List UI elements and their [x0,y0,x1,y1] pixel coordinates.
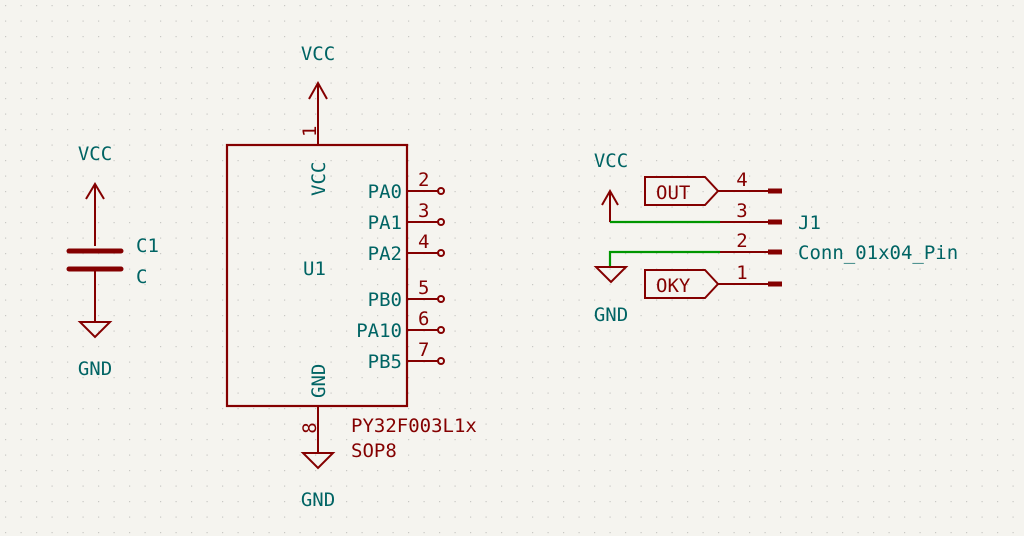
vcc-arrow-icon [85,182,105,246]
c1-value: C [136,266,147,288]
j1-pin-4[interactable]: 4 [718,169,782,194]
net-label-oky-text: OKY [656,275,691,297]
pin-name-pa0: PA0 [368,181,402,203]
gnd-symbol-icon [593,266,629,284]
vcc-power-label-j1: VCC [594,150,628,172]
pin-name-gnd: GND [308,364,330,398]
ic-u1[interactable]: VCC 1 VCC GND U1 2 PA0 3 PA1 4 PA2 [225,43,477,511]
pin-number-2: 2 [418,169,429,191]
u1-pin-6[interactable]: 6 PA10 [356,308,445,342]
wire-gnd-pin2[interactable] [608,250,720,267]
pin-name-pa1: PA1 [368,212,402,234]
pin-number-3: 3 [418,200,429,222]
u1-value: PY32F003L1x [351,415,477,437]
j1-value: Conn_01x04_Pin [798,242,958,264]
j1-pin-number-4: 4 [736,169,747,191]
j1-reference: J1 [798,212,821,234]
pin-name-pa2: PA2 [368,243,402,265]
pin-number-1: 1 [299,126,321,137]
j1-pin-3[interactable]: 3 [720,200,782,225]
vcc-power-label-u1: VCC [301,43,335,65]
capacitor-c1[interactable]: VCC C1 C GND [66,143,159,380]
vcc-arrow-icon [601,188,619,222]
gnd-symbol-icon [300,452,336,470]
j1-pin-number-1: 1 [736,262,747,284]
vcc-power-label-c1: VCC [78,143,112,165]
j1-pin-number-2: 2 [736,230,747,252]
pin-number-8: 8 [299,422,321,433]
u1-reference: U1 [303,258,326,280]
gnd-power-label-j1: GND [594,304,628,326]
u1-pin-4[interactable]: 4 PA2 [368,231,445,265]
pin-name-pb0: PB0 [368,289,402,311]
u1-pin-2[interactable]: 2 PA0 [368,169,445,203]
j1-pin-1[interactable]: 1 [718,262,782,287]
pin-number-7: 7 [418,339,429,361]
vcc-arrow-icon [308,80,328,145]
pin-name-pa10: PA10 [356,320,402,342]
net-label-out[interactable]: OUT [644,176,720,206]
net-label-oky[interactable]: OKY [644,269,720,299]
u1-pin-5[interactable]: 5 PB0 [368,277,445,311]
u1-pin-3[interactable]: 3 PA1 [368,200,445,234]
gnd-symbol-icon [77,321,113,339]
c1-reference: C1 [136,235,159,257]
pin-number-5: 5 [418,277,429,299]
pin-number-4: 4 [418,231,429,253]
j1-pin-2[interactable]: 2 [720,230,782,255]
j1-pin-number-3: 3 [736,200,747,222]
pin-name-vcc: VCC [308,162,330,196]
connector-j1[interactable]: VCC GND OUT OKY 4 3 [593,150,958,326]
net-label-out-text: OUT [656,182,690,204]
pin-number-6: 6 [418,308,429,330]
u1-footprint: SOP8 [351,440,397,462]
gnd-power-label-u1: GND [301,489,335,511]
gnd-power-label-c1: GND [78,358,112,380]
pin-name-pb5: PB5 [368,351,402,373]
u1-pin-7[interactable]: 7 PB5 [368,339,445,373]
